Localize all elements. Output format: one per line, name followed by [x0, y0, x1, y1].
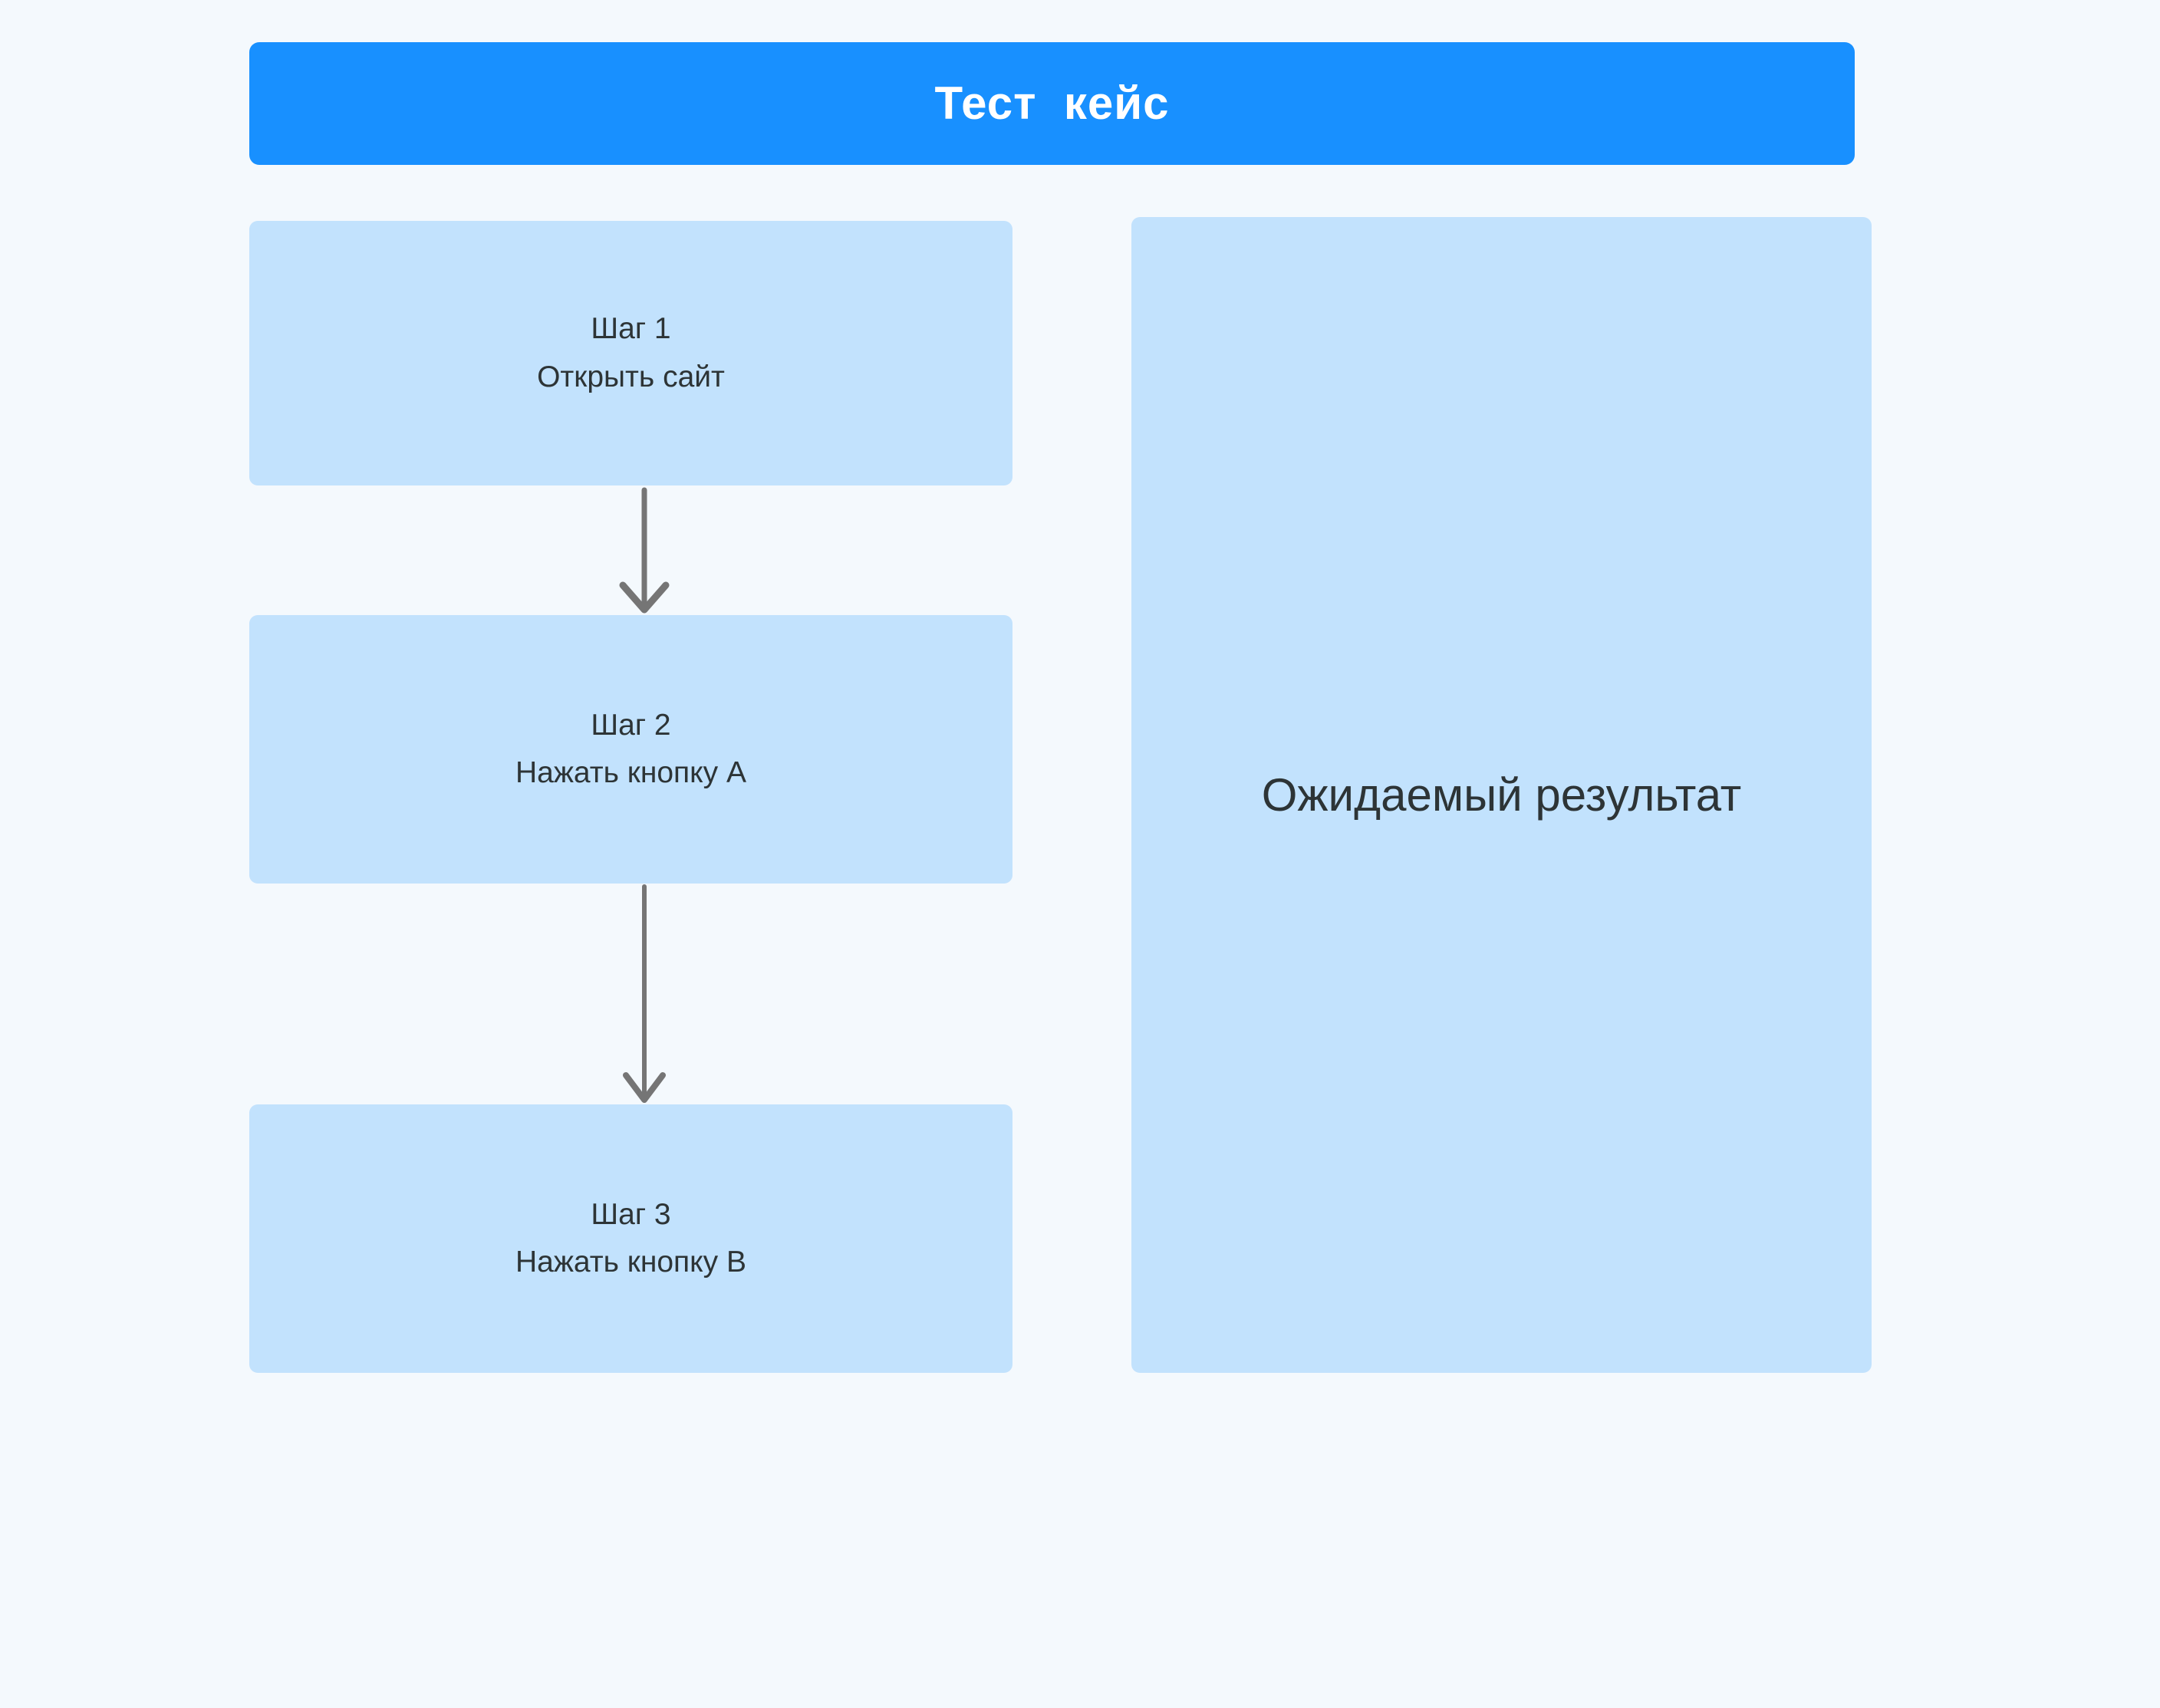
step-1-title: Шаг 1 — [591, 312, 671, 346]
page-title: Тест кейс — [934, 77, 1170, 129]
step-3-title: Шаг 3 — [591, 1197, 671, 1231]
connector-step2-to-step3 — [598, 884, 690, 1107]
connector-step1-to-step2 — [598, 485, 690, 617]
expected-result-panel[interactable]: Ожидаемый результат — [1131, 217, 1872, 1373]
step-box-2[interactable]: Шаг 2 Нажать кнопку A — [249, 615, 1012, 884]
step-3-description: Нажать кнопку B — [515, 1246, 747, 1279]
step-box-3[interactable]: Шаг 3 Нажать кнопку B — [249, 1104, 1012, 1373]
step-2-description: Нажать кнопку A — [515, 756, 747, 789]
arrow-down-icon — [619, 487, 670, 614]
step-2-title: Шаг 2 — [591, 708, 671, 742]
arrow-down-icon — [623, 884, 666, 1103]
test-case-header: Тест кейс — [249, 42, 1855, 165]
step-box-1[interactable]: Шаг 1 Открыть сайт — [249, 221, 1012, 485]
step-1-description: Открыть сайт — [537, 360, 725, 393]
expected-result-label: Ожидаемый результат — [1261, 768, 1742, 821]
